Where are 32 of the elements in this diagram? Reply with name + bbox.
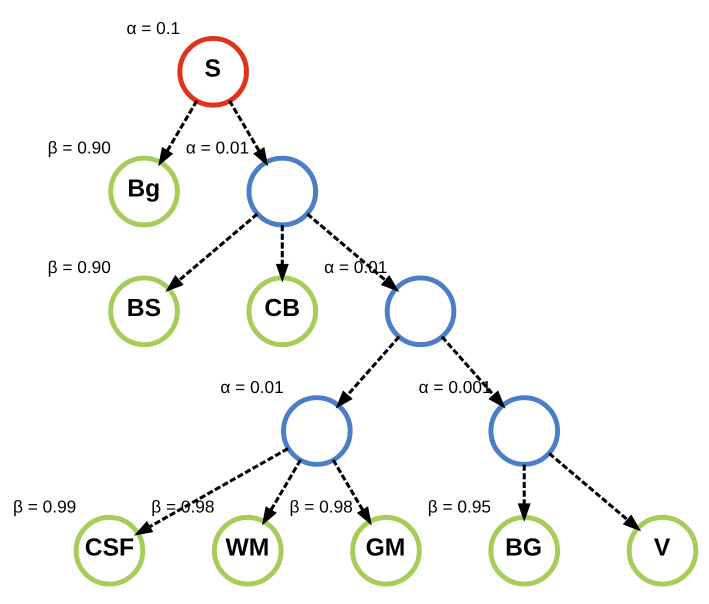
arrow (276, 225, 289, 282)
arrow (518, 464, 531, 522)
node-circle (384, 275, 456, 348)
node-label: β = 0.95 (428, 496, 492, 517)
arrow (306, 212, 400, 292)
arrow (165, 212, 258, 292)
node-circle: BG (488, 514, 560, 587)
node-circle: CB (246, 275, 318, 348)
node-label: β = 0.98 (290, 496, 353, 517)
node-label: α = 0.1 (126, 18, 180, 38)
node-circle (246, 156, 318, 228)
arrow (548, 452, 642, 532)
node-label: α = 0.01 (220, 376, 284, 397)
node-circle (281, 395, 353, 467)
node-circle: GM (350, 514, 422, 587)
arrow (158, 100, 198, 166)
node-circle (488, 395, 560, 467)
arrow (332, 459, 372, 526)
arrow (262, 459, 302, 526)
node-circle: WM (212, 514, 284, 587)
node-label: β = 0.90 (48, 138, 111, 158)
node-circle: S (177, 36, 249, 108)
node-circle: CSF (74, 514, 146, 587)
arrow (228, 100, 268, 166)
node-label: β = 0.90 (48, 257, 111, 278)
node-label: α = 0.01 (186, 138, 250, 158)
node-circle: Bg (108, 156, 180, 228)
node-circle: V (626, 514, 698, 587)
arrow (134, 447, 289, 536)
arrow (336, 336, 400, 409)
node-circle: BS (108, 275, 180, 348)
node-label: β = 0.99 (13, 496, 76, 517)
